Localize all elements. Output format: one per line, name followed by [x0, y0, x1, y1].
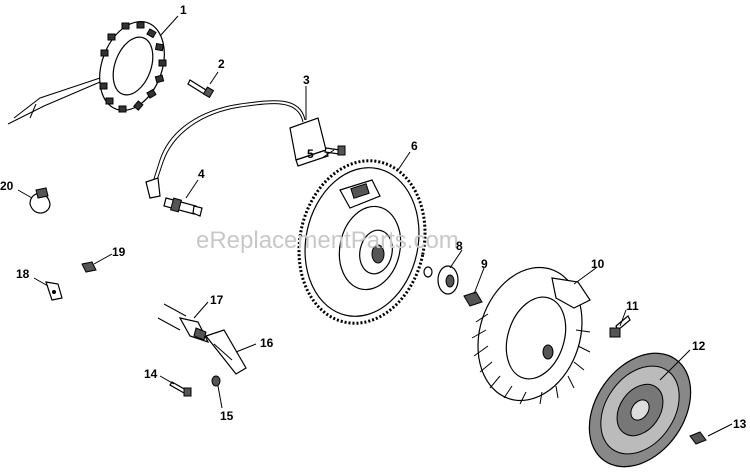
leader-lines: [17, 15, 733, 437]
part-nut-13: [689, 431, 707, 445]
part-clamp: [29, 187, 51, 214]
part-ignition-module: [145, 100, 329, 199]
part-washer: [437, 265, 459, 295]
callout-labels: 1 2 3 4 5 6 8 9 10 11 12 13 14 15 16 17 …: [0, 3, 747, 431]
callout-20: 20: [0, 179, 14, 193]
part-screw-14: [169, 381, 192, 397]
part-fan: [471, 266, 591, 405]
callout-19: 19: [112, 245, 126, 259]
callout-3: 3: [303, 73, 310, 87]
callout-2: 2: [218, 57, 225, 71]
part-bolt-2: [187, 79, 215, 99]
callout-4: 4: [198, 167, 205, 181]
part-spark-plug: [163, 197, 203, 217]
callout-6: 6: [411, 139, 418, 153]
callout-13: 13: [733, 417, 747, 431]
callout-15: 15: [220, 409, 234, 423]
part-screen: [588, 352, 692, 468]
part-nut-19: [81, 261, 97, 273]
callout-8: 8: [456, 239, 463, 253]
part-stator: [7, 20, 167, 125]
callout-10: 10: [591, 257, 605, 271]
part-screw-11: [609, 315, 631, 338]
callout-5: 5: [307, 147, 314, 161]
callout-11: 11: [626, 299, 639, 313]
part-nut: [463, 291, 483, 307]
callout-1: 1: [180, 3, 187, 17]
part-washer-15: [211, 375, 221, 387]
part-brake: [157, 303, 210, 344]
callout-9: 9: [481, 257, 488, 271]
callout-17: 17: [210, 293, 224, 307]
part-flywheel: [297, 159, 427, 325]
callout-14: 14: [144, 367, 158, 381]
part-clip: [45, 281, 63, 301]
callout-16: 16: [260, 336, 274, 350]
callout-12: 12: [692, 339, 706, 353]
watermark-text: eReplacementParts.com: [196, 227, 459, 254]
callout-18: 18: [16, 267, 30, 281]
part-bracket: [204, 329, 247, 375]
part-key: [423, 266, 433, 278]
